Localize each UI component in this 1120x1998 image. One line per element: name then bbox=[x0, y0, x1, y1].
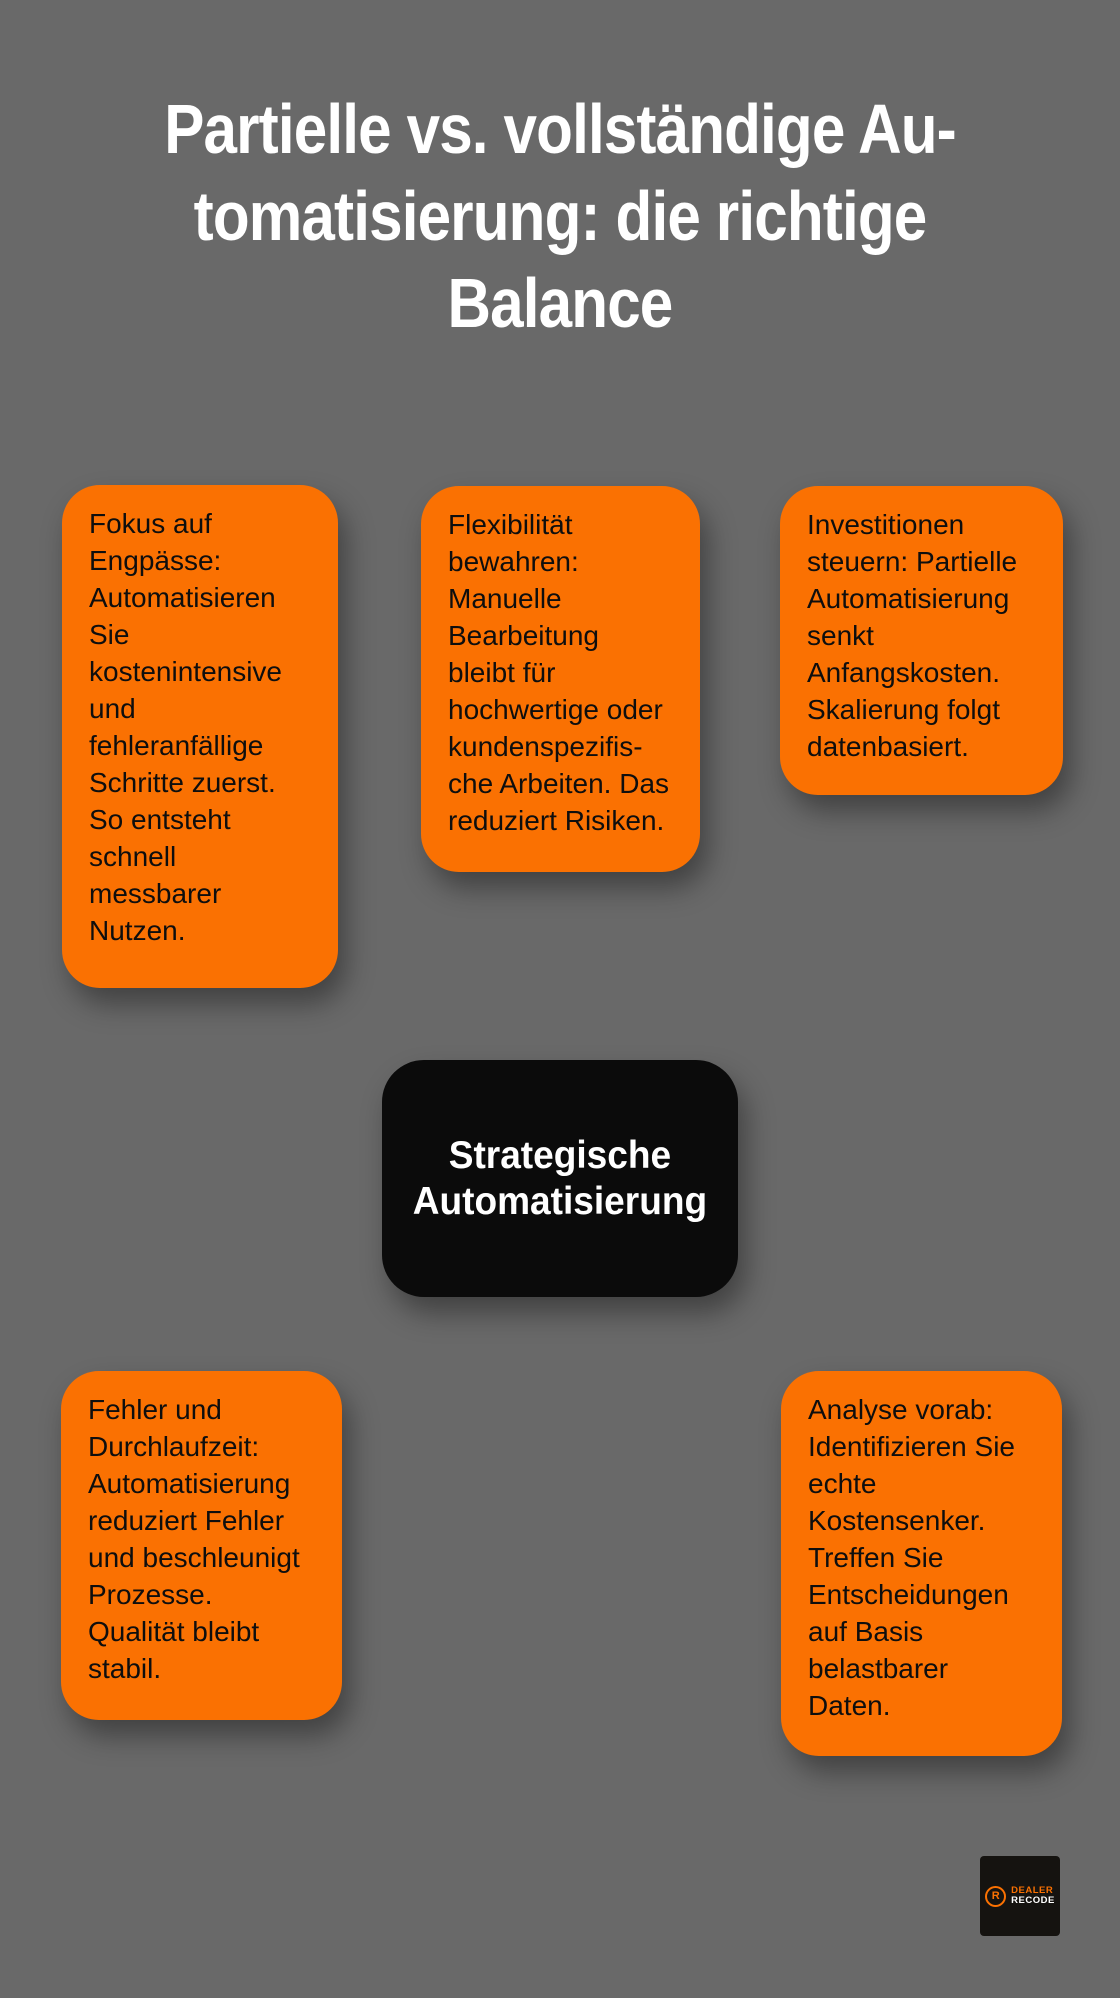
logo-wordmark: DEALER RECODE bbox=[1011, 1886, 1055, 1906]
logo-word-dealer: DEALER bbox=[1011, 1885, 1054, 1896]
logo-r-icon: R bbox=[985, 1885, 1007, 1907]
center-node-label: Strategische Automatisierung bbox=[412, 1133, 708, 1223]
card-text: Investitionen steuern: Partielle Automat… bbox=[807, 509, 1018, 762]
card-flexibilitaet-bewahren: Flexibilität bewahren: Manuelle Bearbeit… bbox=[421, 486, 700, 872]
logo-word-recode: RECODE bbox=[1011, 1895, 1055, 1906]
card-analyse-vorab: Analyse vorab: Identifizieren Sie echte … bbox=[781, 1371, 1062, 1756]
card-fehler-und-durchlaufzeit: Fehler und Durchlaufzeit: Automatisierun… bbox=[61, 1371, 342, 1720]
card-text: Analyse vorab: Identifizieren Sie echte … bbox=[808, 1394, 1016, 1721]
card-fokus-auf-engpaesse: Fokus auf Engpässe: Automatisieren Sie k… bbox=[62, 485, 338, 988]
card-text: Fokus auf Engpässe: Automatisieren Sie k… bbox=[89, 508, 283, 946]
dealer-recode-logo: R DEALER RECODE bbox=[980, 1856, 1060, 1936]
center-node-strategische-automatisierung: Strategische Automatisierung bbox=[382, 1060, 738, 1297]
card-text: Fehler und Durchlaufzeit: Automatisierun… bbox=[88, 1394, 300, 1684]
card-text: Flexibilität bewahren: Manuelle Bearbeit… bbox=[448, 509, 670, 836]
page-title: Partielle vs. vollständige Au- tomatisie… bbox=[164, 90, 956, 342]
card-investitionen-steuern: Investitionen steuern: Partielle Automat… bbox=[780, 486, 1063, 795]
